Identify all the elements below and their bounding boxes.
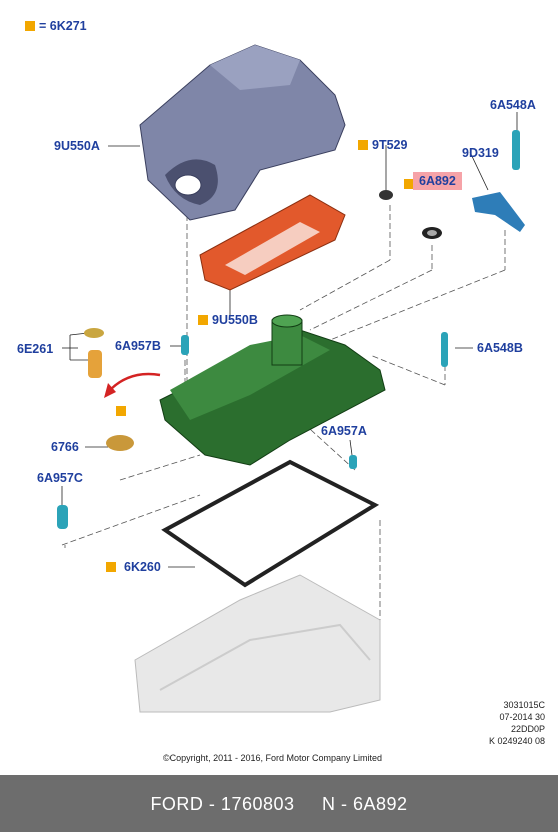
copyright-notice: ©Copyright, 2011 - 2016, Ford Motor Comp… (163, 753, 383, 763)
marker-square (358, 140, 368, 150)
footer-bar: FORD - 1760803 N - 6A892 (0, 775, 558, 832)
part-label-9d319: 9D319 (462, 146, 499, 160)
footer-text: FORD - 1760803 N - 6A892 (150, 794, 408, 814)
part-label-6a548a: 6A548A (490, 98, 536, 112)
info-line: 22DD0P (510, 724, 545, 734)
part-label-9u550b: 9U550B (198, 313, 258, 327)
part-label-9t529: 9T529 (358, 138, 407, 152)
info-line: 3031015C (503, 700, 545, 710)
info-block: 3031015C 07-2014 30 22DD0P K 0249240 08 (468, 699, 545, 747)
part-label-6a548b: 6A548B (477, 341, 523, 355)
legend-label: = 6K271 (39, 19, 87, 33)
unlabeled-orange-marker (116, 404, 130, 418)
marker-square (404, 179, 414, 189)
info-line: 07-2014 30 (499, 712, 545, 722)
part-label-6a957c: 6A957C (37, 471, 83, 485)
marker-square (25, 21, 35, 31)
part-label-6a892-highlight: 6A892 (413, 172, 462, 190)
info-line: K 0249240 08 (488, 736, 545, 746)
part-label-6a957a: 6A957A (321, 424, 367, 438)
part-label-text: 9U550B (212, 313, 258, 327)
part-label-text: 9T529 (372, 138, 408, 152)
part-label-9u550a: 9U550A (54, 139, 100, 153)
legend: = 6K271 (25, 19, 87, 33)
marker-square (106, 562, 116, 572)
marker-square (198, 315, 208, 325)
part-label-6k260: 6K260 (106, 560, 161, 574)
part-label-6a892-marker (404, 177, 418, 191)
marker-square (116, 406, 126, 416)
part-label-6e261: 6E261 (17, 342, 54, 356)
part-label-6766: 6766 (51, 440, 79, 454)
part-label-6a957b: 6A957B (115, 339, 161, 353)
part-label-text: 6K260 (124, 560, 161, 574)
